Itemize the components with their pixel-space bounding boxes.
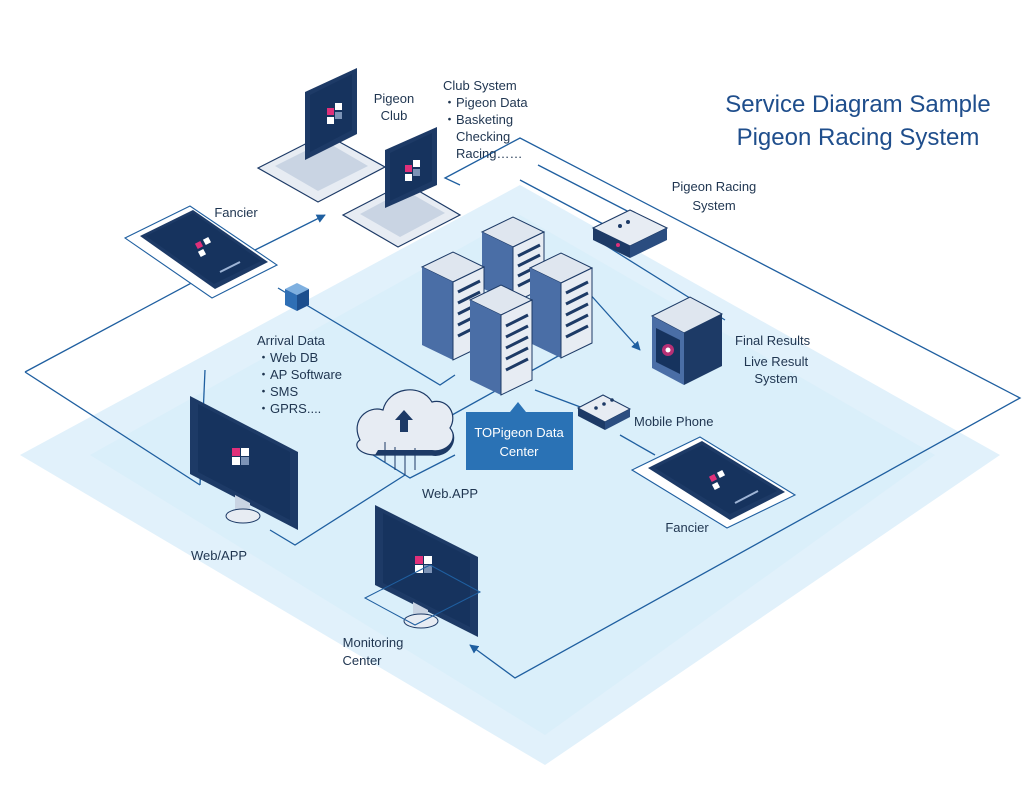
arrival-data-item-1: ・Web DB: [257, 350, 318, 365]
monitoring-center-label-line2: Center: [342, 653, 382, 668]
fancier-bottom-label: Fancier: [665, 520, 709, 535]
club-system-item-4: Racing……: [456, 146, 522, 161]
fancier-top-label: Fancier: [214, 205, 258, 220]
server-rack-icon: [528, 252, 594, 359]
tablet-icon: [123, 205, 279, 299]
monitor-icon: [190, 396, 298, 530]
monitor-icon: [363, 505, 482, 637]
club-system-item-3: Checking: [456, 129, 510, 144]
cube-icon: [285, 283, 309, 311]
pigeon-club-label-line2: Club: [381, 108, 408, 123]
laptop-icon: [256, 68, 387, 203]
web-app-monitor-label: Web/APP: [191, 548, 247, 563]
data-center-label-line1: TOPigeon Data: [474, 425, 564, 440]
arrival-data-label: Arrival Data: [257, 333, 326, 348]
pigeon-racing-system-label-line1: Pigeon Racing: [672, 179, 757, 194]
tablet-icon: [630, 436, 797, 529]
mobile-phone-label: Mobile Phone: [634, 414, 714, 429]
live-result-label-line1: Live Result: [744, 354, 809, 369]
cloud-upload-icon: [356, 389, 455, 475]
pigeon-racing-system-label-line2: System: [692, 198, 735, 213]
club-system-label: Club System: [443, 78, 517, 93]
title-line-2: Pigeon Racing System: [737, 124, 980, 151]
gateway-box-icon: [591, 209, 669, 258]
final-results-label: Final Results: [735, 333, 811, 348]
result-display-icon: [650, 296, 724, 385]
arrival-data-item-2: ・AP Software: [257, 367, 342, 382]
club-system-item-2: ・Basketing: [443, 112, 513, 127]
laptop-icon: [341, 127, 462, 248]
club-system-item-1: ・Pigeon Data: [443, 95, 528, 110]
router-icon: [576, 394, 632, 430]
title-line-1: Service Diagram Sample: [725, 91, 990, 118]
arrival-data-item-4: ・GPRS....: [257, 401, 321, 416]
pigeon-club-label-line1: Pigeon: [374, 91, 414, 106]
live-result-label-line2: System: [754, 371, 797, 386]
web-app-cloud-label: Web.APP: [422, 486, 478, 501]
server-rack-icon: [468, 284, 534, 396]
arrival-data-item-3: ・SMS: [257, 384, 299, 399]
data-center-label-line2: Center: [499, 444, 539, 459]
data-center-callout: TOPigeon Data Center: [466, 402, 573, 470]
isometric-platform-inner: [90, 215, 935, 735]
monitoring-center-label-line1: Monitoring: [343, 635, 404, 650]
